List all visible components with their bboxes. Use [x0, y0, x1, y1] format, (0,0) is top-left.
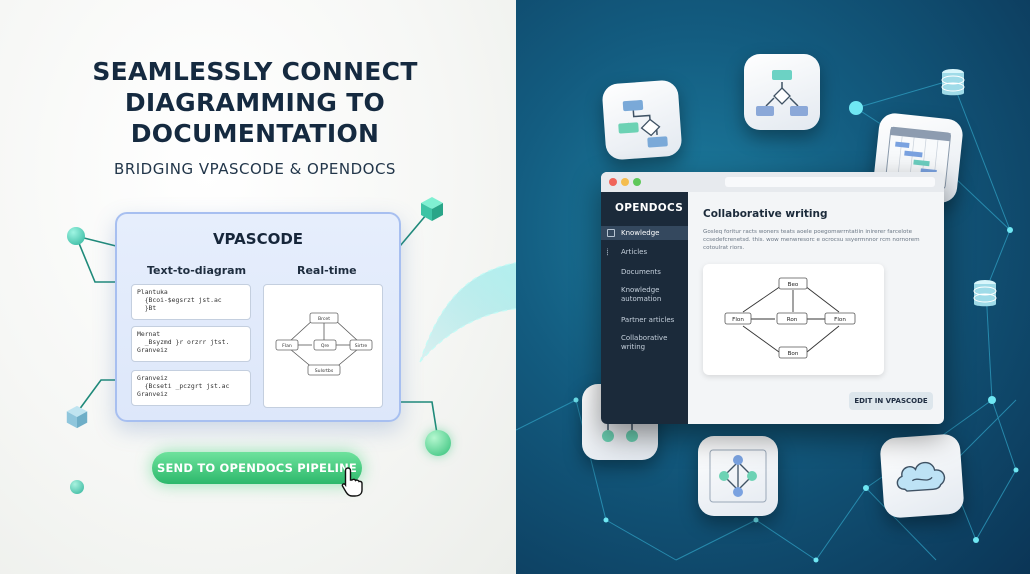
flow-node-label: Ron [787, 317, 798, 323]
subheadline: BRIDGING VPASCODE & OPENDOCS [114, 160, 396, 178]
flow-node-label: Beo [788, 282, 799, 288]
sidebar-item-label: Documents [621, 268, 661, 276]
code-line: Plantuka [137, 288, 168, 296]
sidebar-item-label: Partner articles [621, 316, 675, 324]
preview-node-label: Brcet [318, 316, 330, 322]
code-line: Granveiz [137, 346, 168, 354]
page-title: Collaborative writing [703, 208, 828, 220]
code-line: {Bcoi-$egsrzt jst.ac [137, 296, 222, 304]
code-line: Mernat [137, 330, 161, 338]
network-graph-tile-icon[interactable] [698, 436, 778, 516]
opendocs-window: OPENDOCS Knowledge Articles Documents Kn… [601, 172, 944, 424]
code-line: }Bt [137, 304, 157, 312]
flow-node-label: Bon [788, 351, 799, 357]
maximize-window-icon[interactable] [633, 178, 641, 186]
sidebar-item-partner-articles[interactable]: Partner articles [601, 316, 688, 325]
sidebar-item-label: Collaborative writing [621, 334, 668, 351]
address-bar[interactable] [725, 177, 935, 187]
close-window-icon[interactable] [609, 178, 617, 186]
opendocs-sidebar: OPENDOCS Knowledge Articles Documents Kn… [601, 192, 688, 424]
sidebar-item-label: Knowledge automation [621, 286, 662, 303]
code-line: Granveiz [137, 374, 168, 382]
article-paragraph: Gosleq foritur racts woners teats aoele … [703, 229, 920, 251]
teal-orb-left-top [67, 227, 85, 245]
code-line: _Bsyzmd }r orzrr jtst. [137, 338, 230, 346]
code-snippet-1[interactable]: Plantuka {Bcoi-$egsrzt jst.ac }Bt [131, 284, 251, 320]
text-to-diagram-heading: Text-to-diagram [147, 264, 247, 277]
preview-node-label: Flan [282, 343, 292, 349]
teal-orb-small [70, 480, 84, 494]
embedded-diagram[interactable]: Beo Flon Ron Flon Bon [703, 264, 884, 375]
diagram-preview[interactable]: Brcet Flan Qre Sirtre Sulsrtbs [263, 284, 383, 408]
sidebar-item-label: Knowledge [621, 229, 660, 237]
headline-line-2: DIAGRAMMING TO [124, 88, 386, 117]
hand-cursor-icon [341, 467, 363, 497]
sidebar-item-knowledge-automation[interactable]: Knowledge automation [601, 286, 688, 304]
list-icon [607, 248, 615, 256]
window-titlebar [601, 172, 944, 192]
preview-node-label: Qre [321, 343, 329, 349]
vpascode-card-title: VPASCODE [212, 230, 304, 248]
teal-orb-right-bottom [425, 430, 451, 456]
database-icon-top [941, 69, 965, 96]
sidebar-item-knowledge[interactable]: Knowledge [601, 226, 688, 240]
sidebar-item-articles[interactable]: Articles [601, 248, 688, 257]
database-icon-right [973, 280, 997, 307]
flow-node-label: Flon [732, 317, 744, 323]
left-panel: SEAMLESSLY CONNECT DIAGRAMMING TO DOCUME… [0, 0, 516, 574]
edit-in-vpascode-button[interactable]: EDIT IN VPASCODE [849, 392, 933, 410]
opendocs-brand: OPENDOCS [615, 202, 684, 214]
flowchart-tile-icon[interactable] [601, 79, 683, 161]
decision-tree-tile-icon[interactable] [744, 54, 820, 130]
code-snippet-3[interactable]: Granveiz {Bcseti _pczgrt jst.ac Granveiz [131, 370, 251, 406]
sidebar-item-label: Articles [621, 248, 648, 256]
headline-line-3: DOCUMENTATION [130, 119, 380, 148]
cube-icon-top-right [421, 197, 443, 221]
sidebar-item-collaborative-writing[interactable]: Collaborative writing [601, 334, 688, 352]
minimize-window-icon[interactable] [621, 178, 629, 186]
code-line: Granveiz [137, 390, 168, 398]
code-line: {Bcseti _pczgrt jst.ac [137, 382, 230, 390]
preview-node-label: Sirtre [355, 343, 368, 349]
preview-node-label: Sulsrtbs [315, 368, 334, 374]
vpascode-card: VPASCODE Text-to-diagram Real-time Plant… [115, 212, 401, 422]
preview-diagram-svg: Brcet Flan Qre Sirtre Sulsrtbs [275, 312, 373, 376]
document-icon [607, 229, 615, 237]
real-time-heading: Real-time [297, 264, 357, 277]
send-to-opendocs-button[interactable]: SEND TO OPENDOCS PIPELINE [152, 452, 362, 484]
sidebar-item-documents[interactable]: Documents [601, 268, 688, 277]
cloud-tile-icon[interactable] [879, 433, 965, 519]
flow-node-label: Flon [834, 317, 846, 323]
code-snippet-2[interactable]: Mernat _Bsyzmd }r orzrr jtst. Granveiz [131, 326, 251, 362]
embedded-diagram-svg: Beo Flon Ron Flon Bon [724, 277, 856, 359]
headline-line-1: SEAMLESSLY CONNECT [92, 57, 418, 86]
headline: SEAMLESSLY CONNECT DIAGRAMMING TO DOCUME… [60, 56, 450, 149]
cube-icon-bottom-left [66, 405, 88, 429]
